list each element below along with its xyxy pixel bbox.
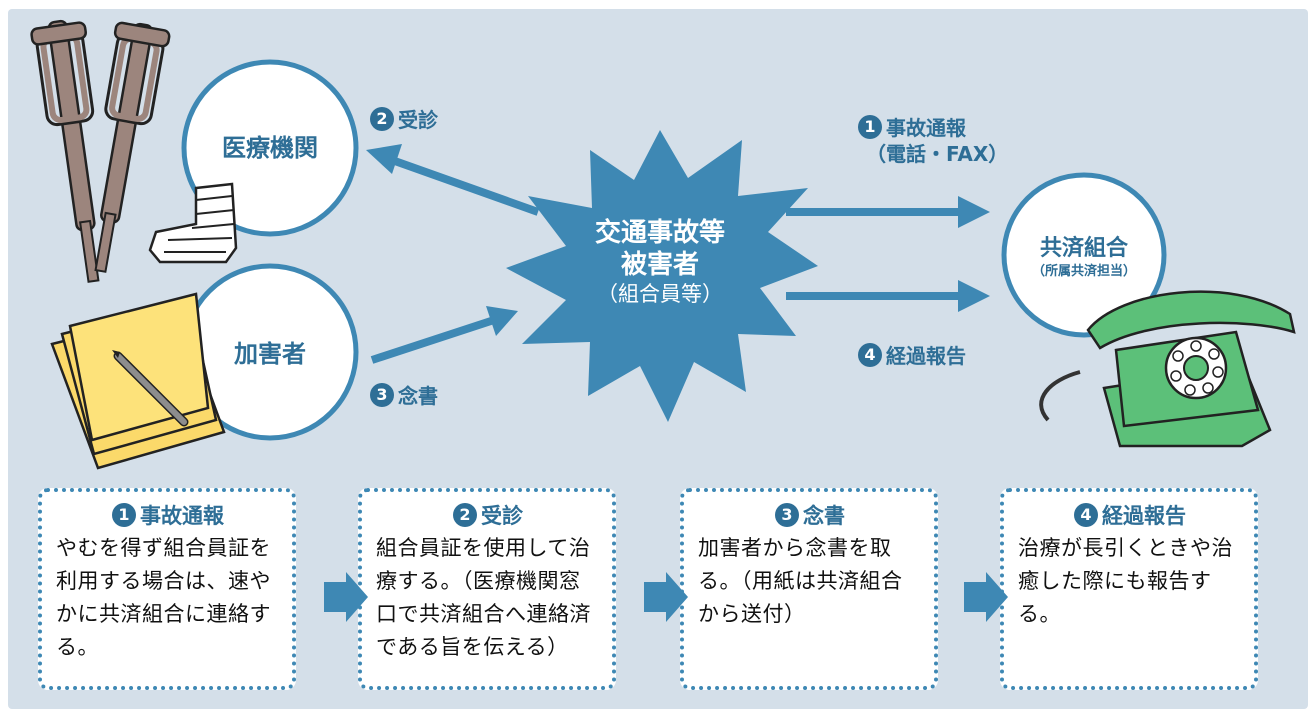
step-box-4-title: 経過報告 — [1102, 504, 1186, 528]
step-box-1-title: 事故通報 — [140, 504, 224, 528]
step-box-2-title: 受診 — [481, 504, 523, 528]
union-node-sublabel: （所属共済担当） — [1031, 264, 1136, 279]
flow-label-step1-text: 事故通報 — [886, 116, 966, 140]
next-step-arrow-3 — [964, 572, 1008, 622]
flow-label-step4-text: 経過報告 — [886, 344, 966, 368]
next-step-arrow-1 — [324, 572, 368, 622]
crutches-illustration — [30, 19, 171, 283]
telephone-illustration — [1039, 290, 1296, 448]
notepad-illustration — [50, 292, 226, 470]
step-box-1-text: やむを得ず組合員証を利用する場合は、速やかに共済組合に連絡する。 — [56, 536, 271, 659]
arrow-from-assailant-head — [486, 306, 518, 336]
cast-foot-illustration — [148, 182, 238, 264]
arrow-from-assailant — [370, 316, 496, 364]
step-box-3-title: 念書 — [803, 504, 845, 528]
victim-label-line2: 被害者 — [620, 250, 699, 280]
victim-label-line1: 交通事故等 — [594, 218, 725, 248]
union-node-label: 共済組合 — [1039, 236, 1128, 261]
arrow-to-medical-head — [366, 144, 402, 174]
flow-label-step4: 4 経過報告 — [858, 340, 966, 369]
step-box-4-badge: 4 — [1074, 503, 1098, 527]
step-box-1-badge: 1 — [112, 503, 136, 527]
union-node-circle — [1001, 172, 1167, 338]
assailant-node-label: 加害者 — [234, 340, 306, 368]
arrow-to-medical — [390, 156, 540, 216]
flow-label-step3-text: 念書 — [398, 384, 438, 408]
arrow-to-union-1-head — [958, 196, 990, 228]
medical-node-label: 医療機関 — [222, 134, 318, 162]
victim-starburst — [506, 130, 818, 422]
flow-label-step2-text: 受診 — [398, 108, 438, 132]
flow-label-step3: 3 念書 — [370, 380, 438, 409]
arrow-to-union-4-head — [958, 280, 990, 312]
step2-number-badge: 2 — [370, 106, 394, 131]
step4-number-badge: 4 — [858, 342, 882, 367]
step-box-3-badge: 3 — [775, 503, 799, 527]
victim-label-line3: （組合員等） — [597, 282, 723, 306]
step-box-4-text: 治療が長引くときや治癒した際にも報告する。 — [1018, 536, 1233, 626]
step3-number-badge: 3 — [370, 382, 394, 407]
step1-number-badge: 1 — [858, 114, 882, 139]
next-step-arrow-2 — [644, 572, 688, 622]
flow-arrows — [366, 144, 990, 364]
step-box-3-text: 加害者から念書を取る。（用紙は共済組合から送付） — [698, 536, 903, 626]
flow-label-step2: 2 受診 — [370, 104, 438, 133]
step-box-2-badge: 2 — [453, 503, 477, 527]
flow-label-step1-sub: （電話・FAX） — [866, 142, 1009, 166]
flow-label-step1: 1 事故通報 — [858, 112, 966, 141]
step-box-2-text: 組合員証を使用して治療する。（医療機関窓口で共済組合へ連絡済である旨を伝える） — [376, 536, 591, 659]
